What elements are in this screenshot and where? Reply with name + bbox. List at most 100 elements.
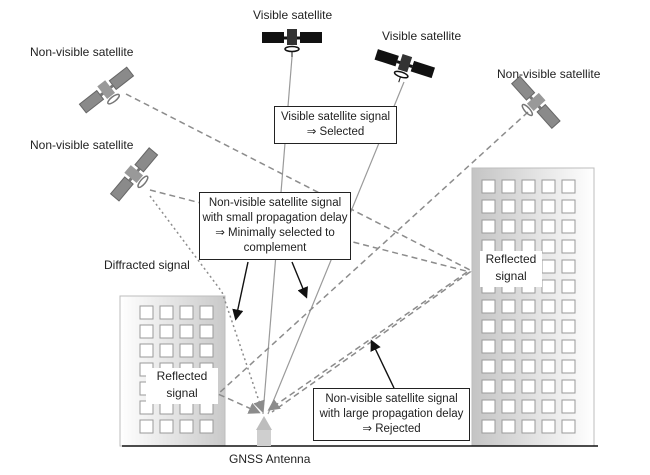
- building-window: [481, 299, 496, 314]
- reflected-left-line2: signal: [166, 386, 198, 400]
- building-window: [179, 305, 194, 320]
- building-window: [159, 419, 174, 434]
- satellite-visible-1: [262, 29, 322, 57]
- building-window: [521, 359, 536, 374]
- satellite-non-visible-left-mid: [109, 147, 159, 202]
- building-window: [501, 179, 516, 194]
- building-window: [179, 419, 194, 434]
- building-window: [159, 343, 174, 358]
- building-window: [561, 319, 576, 334]
- building-window: [541, 379, 556, 394]
- building-window: [159, 305, 174, 320]
- label-visible-satellite-2: Visible satellite: [382, 29, 462, 43]
- satellite-non-visible-right: [510, 75, 561, 130]
- satellite-visible-2: [374, 49, 436, 83]
- building-window: [199, 419, 214, 434]
- diffracted-signal: [149, 195, 265, 413]
- building-window: [561, 259, 576, 274]
- building-window: [481, 199, 496, 214]
- building-window: [501, 299, 516, 314]
- building-window: [501, 319, 516, 334]
- building-window: [541, 179, 556, 194]
- building-window: [561, 279, 576, 294]
- label-reflected-signal-left: Reflected signal: [146, 368, 218, 404]
- building-window: [561, 339, 576, 354]
- gnss-antenna: [256, 416, 272, 446]
- reflected-left-line1: Reflected: [156, 369, 208, 383]
- building-window: [521, 179, 536, 194]
- building-window: [541, 219, 556, 234]
- building-window: [139, 419, 154, 434]
- callout-small-delay-line2: with small propagation delay: [202, 212, 348, 224]
- building-window: [481, 339, 496, 354]
- callout-visible-signal-line1: Visible satellite signal: [280, 111, 391, 123]
- building-window: [481, 319, 496, 334]
- building-window: [501, 339, 516, 354]
- callout-pointer-2: [291, 261, 308, 299]
- building-window: [561, 379, 576, 394]
- callout-small-delay-line1: Non-visible satellite signal: [208, 197, 342, 209]
- building-window: [521, 419, 536, 434]
- building-window: [501, 199, 516, 214]
- building-window: [561, 399, 576, 414]
- left-building-windows: [139, 305, 214, 434]
- building-window: [521, 299, 536, 314]
- building-window: [501, 399, 516, 414]
- building-window: [481, 219, 496, 234]
- building-window: [521, 339, 536, 354]
- label-diffracted-signal: Diffracted signal: [104, 258, 190, 272]
- building-window: [541, 239, 556, 254]
- reflected-right-line1: Reflected: [485, 252, 537, 266]
- building-window: [541, 279, 556, 294]
- callout-visible-signal: Visible satellite signal ⇒ Selected: [274, 106, 397, 144]
- building-window: [481, 399, 496, 414]
- building-window: [501, 419, 516, 434]
- building-window: [521, 379, 536, 394]
- building-window: [199, 324, 214, 339]
- building-window: [541, 319, 556, 334]
- label-visible-satellite-1: Visible satellite: [253, 8, 333, 22]
- building-window: [481, 359, 496, 374]
- building-window: [541, 399, 556, 414]
- label-reflected-signal-right: Reflected signal: [480, 251, 542, 287]
- building-window: [521, 219, 536, 234]
- building-window: [139, 343, 154, 358]
- callout-large-delay: Non-visible satellite signal with large …: [313, 388, 470, 441]
- satellite-non-visible-left-top: [78, 66, 135, 114]
- building-window: [521, 319, 536, 334]
- building-window: [521, 399, 536, 414]
- callout-large-delay-line3: ⇒ Rejected: [362, 423, 421, 435]
- building-window: [561, 219, 576, 234]
- building-window: [541, 199, 556, 214]
- callout-small-delay-line3: ⇒ Minimally selected to: [215, 227, 335, 239]
- building-window: [501, 219, 516, 234]
- reflected-right-line2: signal: [495, 269, 527, 283]
- callout-small-delay-line4: complement: [243, 242, 307, 254]
- building-window: [561, 199, 576, 214]
- building-window: [159, 324, 174, 339]
- building-window: [541, 419, 556, 434]
- building-window: [521, 199, 536, 214]
- building-window: [561, 419, 576, 434]
- building-window: [541, 259, 556, 274]
- callout-pointer-3: [370, 339, 395, 389]
- building-window: [199, 343, 214, 358]
- building-window: [139, 305, 154, 320]
- building-window: [561, 299, 576, 314]
- building-window: [481, 419, 496, 434]
- label-gnss-antenna: GNSS Antenna: [229, 452, 311, 466]
- label-non-visible-satellite-left-top: Non-visible satellite: [30, 45, 134, 59]
- building-window: [561, 179, 576, 194]
- callout-large-delay-line1: Non-visible satellite signal: [325, 393, 458, 405]
- right-building-windows: [481, 179, 576, 434]
- callout-visible-signal-line2: ⇒ Selected: [306, 126, 365, 138]
- building-window: [481, 379, 496, 394]
- building-window: [561, 239, 576, 254]
- building-window: [541, 359, 556, 374]
- building-window: [179, 343, 194, 358]
- label-non-visible-satellite-right: Non-visible satellite: [497, 67, 601, 81]
- building-window: [541, 299, 556, 314]
- building-window: [481, 179, 496, 194]
